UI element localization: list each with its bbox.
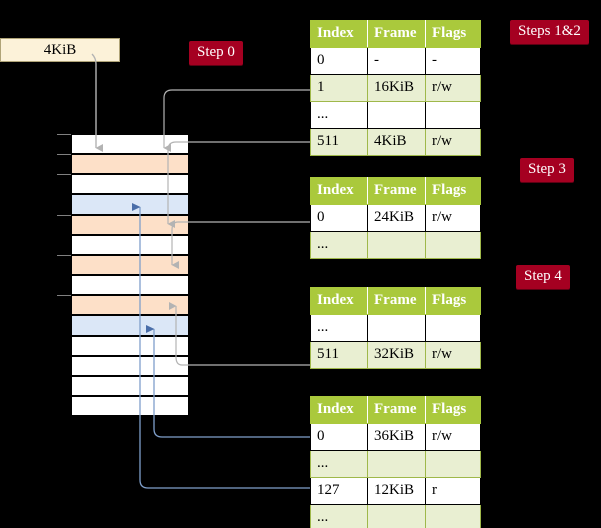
memory-tick (57, 134, 71, 135)
page-table-level-2: Index Frame Flags 0 24KiB r/w ... (310, 177, 481, 259)
cell-index: ... (310, 231, 368, 259)
cell-index: 511 (310, 128, 368, 156)
memory-tick (57, 215, 71, 216)
memory-row (71, 376, 189, 396)
table-row: 1 16KiB r/w (310, 74, 481, 102)
memory-row (71, 396, 189, 416)
cell-frame (367, 101, 426, 129)
physical-memory-column (70, 133, 190, 416)
memory-tick (57, 295, 71, 296)
badge-step-0: Step 0 (189, 41, 243, 65)
cell-frame (367, 231, 426, 259)
cell-index: 0 (310, 204, 368, 232)
cell-frame: 24KiB (367, 204, 426, 232)
cell-index: 511 (310, 341, 368, 369)
cell-index: ... (310, 101, 368, 129)
memory-row (71, 235, 189, 255)
cell-frame: - (367, 47, 426, 75)
column-header-flags: Flags (425, 20, 481, 48)
cell-index: 1 (310, 74, 368, 102)
source-frame-label: 4KiB (43, 42, 77, 58)
memory-row (71, 154, 189, 174)
memory-row (71, 215, 189, 235)
table-row: 0 36KiB r/w (310, 423, 481, 451)
cell-index: ... (310, 450, 368, 478)
table-row: ... (310, 504, 481, 528)
table-row: 0 24KiB r/w (310, 204, 481, 232)
memory-tick (57, 174, 71, 175)
memory-row (71, 295, 189, 315)
table-header-row: Index Frame Flags (310, 396, 481, 424)
cell-frame (367, 504, 426, 528)
cell-frame: 36KiB (367, 423, 426, 451)
cell-flags: r/w (425, 423, 481, 451)
column-header-frame: Frame (367, 287, 426, 315)
badge-step-3-label: Step 3 (528, 161, 566, 177)
cell-frame (367, 314, 426, 342)
memory-row (71, 134, 189, 154)
table-row: ... (310, 314, 481, 342)
page-table-level-4: Index Frame Flags 0 36KiB r/w ... 127 12… (310, 396, 481, 528)
column-header-frame: Frame (367, 396, 426, 424)
column-header-index: Index (310, 396, 368, 424)
column-header-flags: Flags (425, 177, 481, 205)
cell-frame: 16KiB (367, 74, 426, 102)
source-frame-box: 4KiB (0, 38, 120, 62)
badge-step-4-label: Step 4 (524, 268, 562, 284)
column-header-flags: Flags (425, 396, 481, 424)
cell-flags (425, 504, 481, 528)
memory-row (71, 356, 189, 376)
cell-flags: r/w (425, 341, 481, 369)
table-row: ... (310, 101, 481, 129)
memory-tick (57, 255, 71, 256)
cell-index: ... (310, 504, 368, 528)
cell-flags: r/w (425, 204, 481, 232)
table-header-row: Index Frame Flags (310, 20, 481, 48)
badge-step-3: Step 3 (520, 158, 574, 182)
page-table-level-1: Index Frame Flags 0 - - 1 16KiB r/w ... (310, 20, 481, 156)
table-header-row: Index Frame Flags (310, 287, 481, 315)
memory-row (71, 194, 189, 215)
column-header-frame: Frame (367, 20, 426, 48)
badge-steps-1-2: Steps 1&2 (510, 20, 589, 44)
badge-steps-1-2-label: Steps 1&2 (518, 23, 581, 39)
memory-tick (57, 154, 71, 155)
cell-flags: r (425, 477, 481, 505)
table-row: 511 32KiB r/w (310, 341, 481, 369)
cell-frame: 32KiB (367, 341, 426, 369)
table-row: ... (310, 450, 481, 478)
column-header-index: Index (310, 287, 368, 315)
cell-index: 127 (310, 477, 368, 505)
table-row-highlighted: 511 4KiB r/w (310, 128, 481, 156)
cell-flags: - (425, 47, 481, 75)
cell-frame (367, 450, 426, 478)
cell-frame: 4KiB (367, 128, 426, 156)
memory-row (71, 275, 189, 295)
cell-frame: 12KiB (367, 477, 426, 505)
cell-index: 0 (310, 423, 368, 451)
memory-row (71, 174, 189, 194)
cell-flags (425, 314, 481, 342)
memory-row (71, 336, 189, 356)
cell-flags (425, 101, 481, 129)
column-header-frame: Frame (367, 177, 426, 205)
memory-row (71, 315, 189, 336)
column-header-index: Index (310, 20, 368, 48)
cell-flags: r/w (425, 128, 481, 156)
page-table-level-3: Index Frame Flags ... 511 32KiB r/w (310, 287, 481, 369)
cell-flags: r/w (425, 74, 481, 102)
cell-flags (425, 231, 481, 259)
badge-step-4: Step 4 (516, 265, 570, 289)
column-header-index: Index (310, 177, 368, 205)
cell-flags (425, 450, 481, 478)
table-row: 127 12KiB r (310, 477, 481, 505)
column-header-flags: Flags (425, 287, 481, 315)
table-row: ... (310, 231, 481, 259)
cell-index: ... (310, 314, 368, 342)
cell-index: 0 (310, 47, 368, 75)
table-header-row: Index Frame Flags (310, 177, 481, 205)
table-row: 0 - - (310, 47, 481, 75)
badge-step-0-label: Step 0 (197, 44, 235, 60)
memory-row (71, 255, 189, 275)
